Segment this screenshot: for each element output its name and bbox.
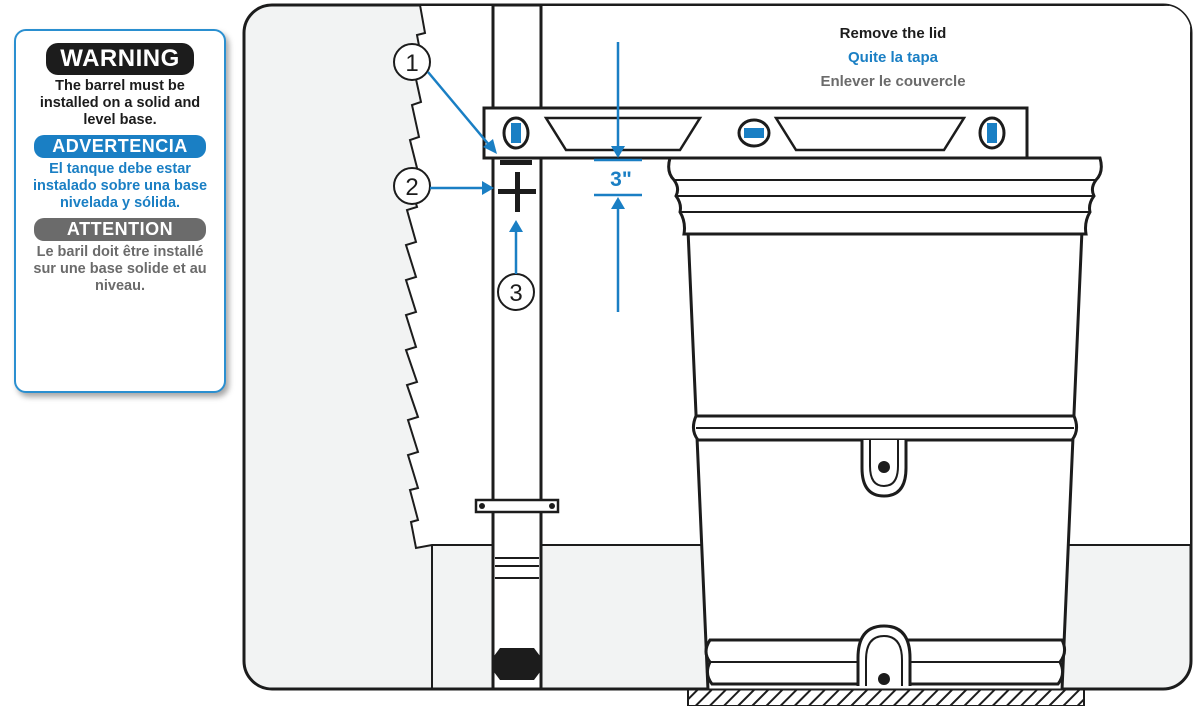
warning-title-es: ADVERTENCIA xyxy=(34,135,206,158)
instruction-fr: Enlever le couvercle xyxy=(820,73,965,90)
warning-title-en: WARNING xyxy=(46,43,194,75)
warning-text-fr: Le baril doit être installé sur une base… xyxy=(33,244,207,294)
instruction-es: Quite la tapa xyxy=(848,49,939,66)
callout-number-2: 2 xyxy=(405,174,418,201)
warning-text-en: The barrel must be installed on a solid … xyxy=(39,78,201,128)
barrel-hole-mid xyxy=(878,461,890,473)
instruction-en: Remove the lid xyxy=(840,25,947,42)
callout-number-3: 3 xyxy=(509,280,522,307)
callout-circle-2 xyxy=(393,167,431,205)
downspout-bracket xyxy=(474,498,560,514)
warning-text-es: El tanque debe estar instalado sobre una… xyxy=(32,161,208,211)
callout-number-1: 1 xyxy=(405,50,418,77)
warning-card: WARNING The barrel must be installed on … xyxy=(14,29,226,393)
downspout-outlet xyxy=(494,648,540,680)
plus-mark-v xyxy=(515,172,520,212)
barrel-hole-bottom xyxy=(878,673,890,685)
dimension-label: 3" xyxy=(610,168,632,191)
callout-circle-1 xyxy=(393,43,431,81)
minus-mark xyxy=(500,160,532,165)
warning-title-fr: ATTENTION xyxy=(34,218,206,241)
